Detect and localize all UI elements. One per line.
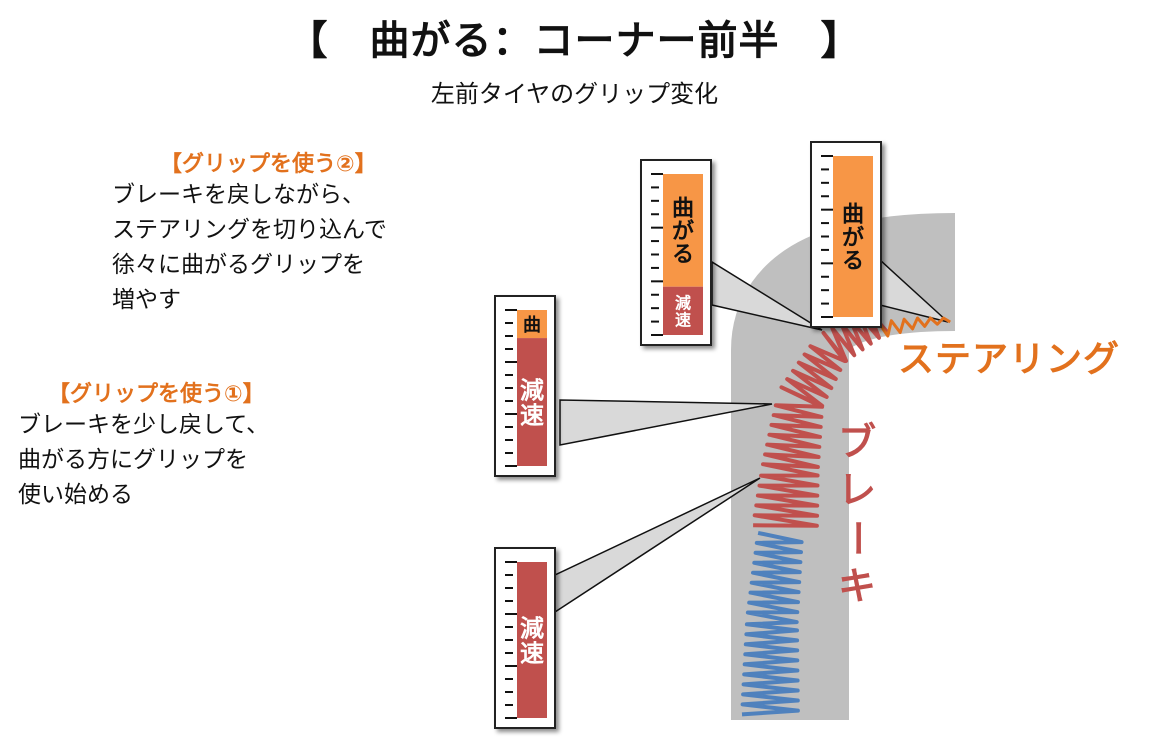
gauge-decel-label: 減	[520, 614, 544, 642]
gauge-decel-label: 速	[520, 402, 544, 430]
brake-label-char: キ	[837, 564, 876, 608]
gauge-decel-fill	[663, 286, 703, 335]
gauge-turn-only: 曲がる	[810, 141, 882, 328]
gauge-turn-label: る	[842, 249, 864, 274]
brake-spring	[752, 308, 889, 528]
gauge-turn-label: 曲	[842, 203, 864, 228]
gauge-turn-label: 曲	[523, 315, 541, 336]
gauge-turn-fill	[663, 174, 703, 287]
gauge-decel-label: 速	[520, 640, 544, 668]
gauge-decel-fill	[517, 562, 547, 718]
steering-spring	[877, 316, 951, 338]
page-subtitle: 左前タイヤのグリップ変化	[430, 80, 719, 108]
grip-use-1-block: 【グリップを使う①】 ブレーキを少し戻して、 曲がる方にグリップを 使い始める	[18, 376, 269, 513]
gauge-decel-fill	[517, 338, 547, 466]
gauge-brake-only: 減速	[494, 547, 556, 729]
straight-spring	[740, 530, 804, 717]
grip-use-2-block: 【グリップを使う②】 ブレーキを戻しながら、 ステアリングを切り込んで 徐々に曲…	[112, 146, 387, 318]
gauge-decel-label: 減	[520, 376, 544, 404]
brake-label-char: ブ	[837, 420, 876, 464]
gauge-turn-label: る	[672, 243, 694, 268]
gauge-grip-1: 曲減速	[494, 295, 556, 477]
steering-label: ステアリング	[898, 339, 1121, 380]
grip-use-2-heading: 【グリップを使う②】	[160, 152, 377, 177]
gauge-turn-fill	[517, 310, 547, 339]
gauge-decel-label: 速	[675, 310, 691, 329]
grip-use-1-heading: 【グリップを使う①】	[48, 382, 265, 407]
callout-pointer-brake	[554, 477, 761, 614]
brake-label: ブレーキ	[832, 418, 882, 610]
grip-use-2-description: ブレーキを戻しながら、 ステアリングを切り込んで 徐々に曲がるグリップを 増やす	[112, 182, 387, 313]
grip-use-1-description: ブレーキを少し戻して、 曲がる方にグリップを 使い始める	[18, 412, 270, 508]
brake-label-char: ー	[835, 518, 879, 557]
gauge-turn-label: が	[672, 219, 694, 245]
gauge-turn-label: 曲	[672, 197, 694, 222]
gauge-turn-fill	[833, 156, 873, 317]
gauge-decel-label: 減	[675, 293, 691, 312]
gauge-turn-label: が	[842, 225, 864, 251]
callout-pointer-grip1	[559, 399, 773, 446]
page-title: 【 曲がる：コーナー前半 】	[287, 18, 862, 64]
brake-label-char: レ	[837, 468, 876, 512]
